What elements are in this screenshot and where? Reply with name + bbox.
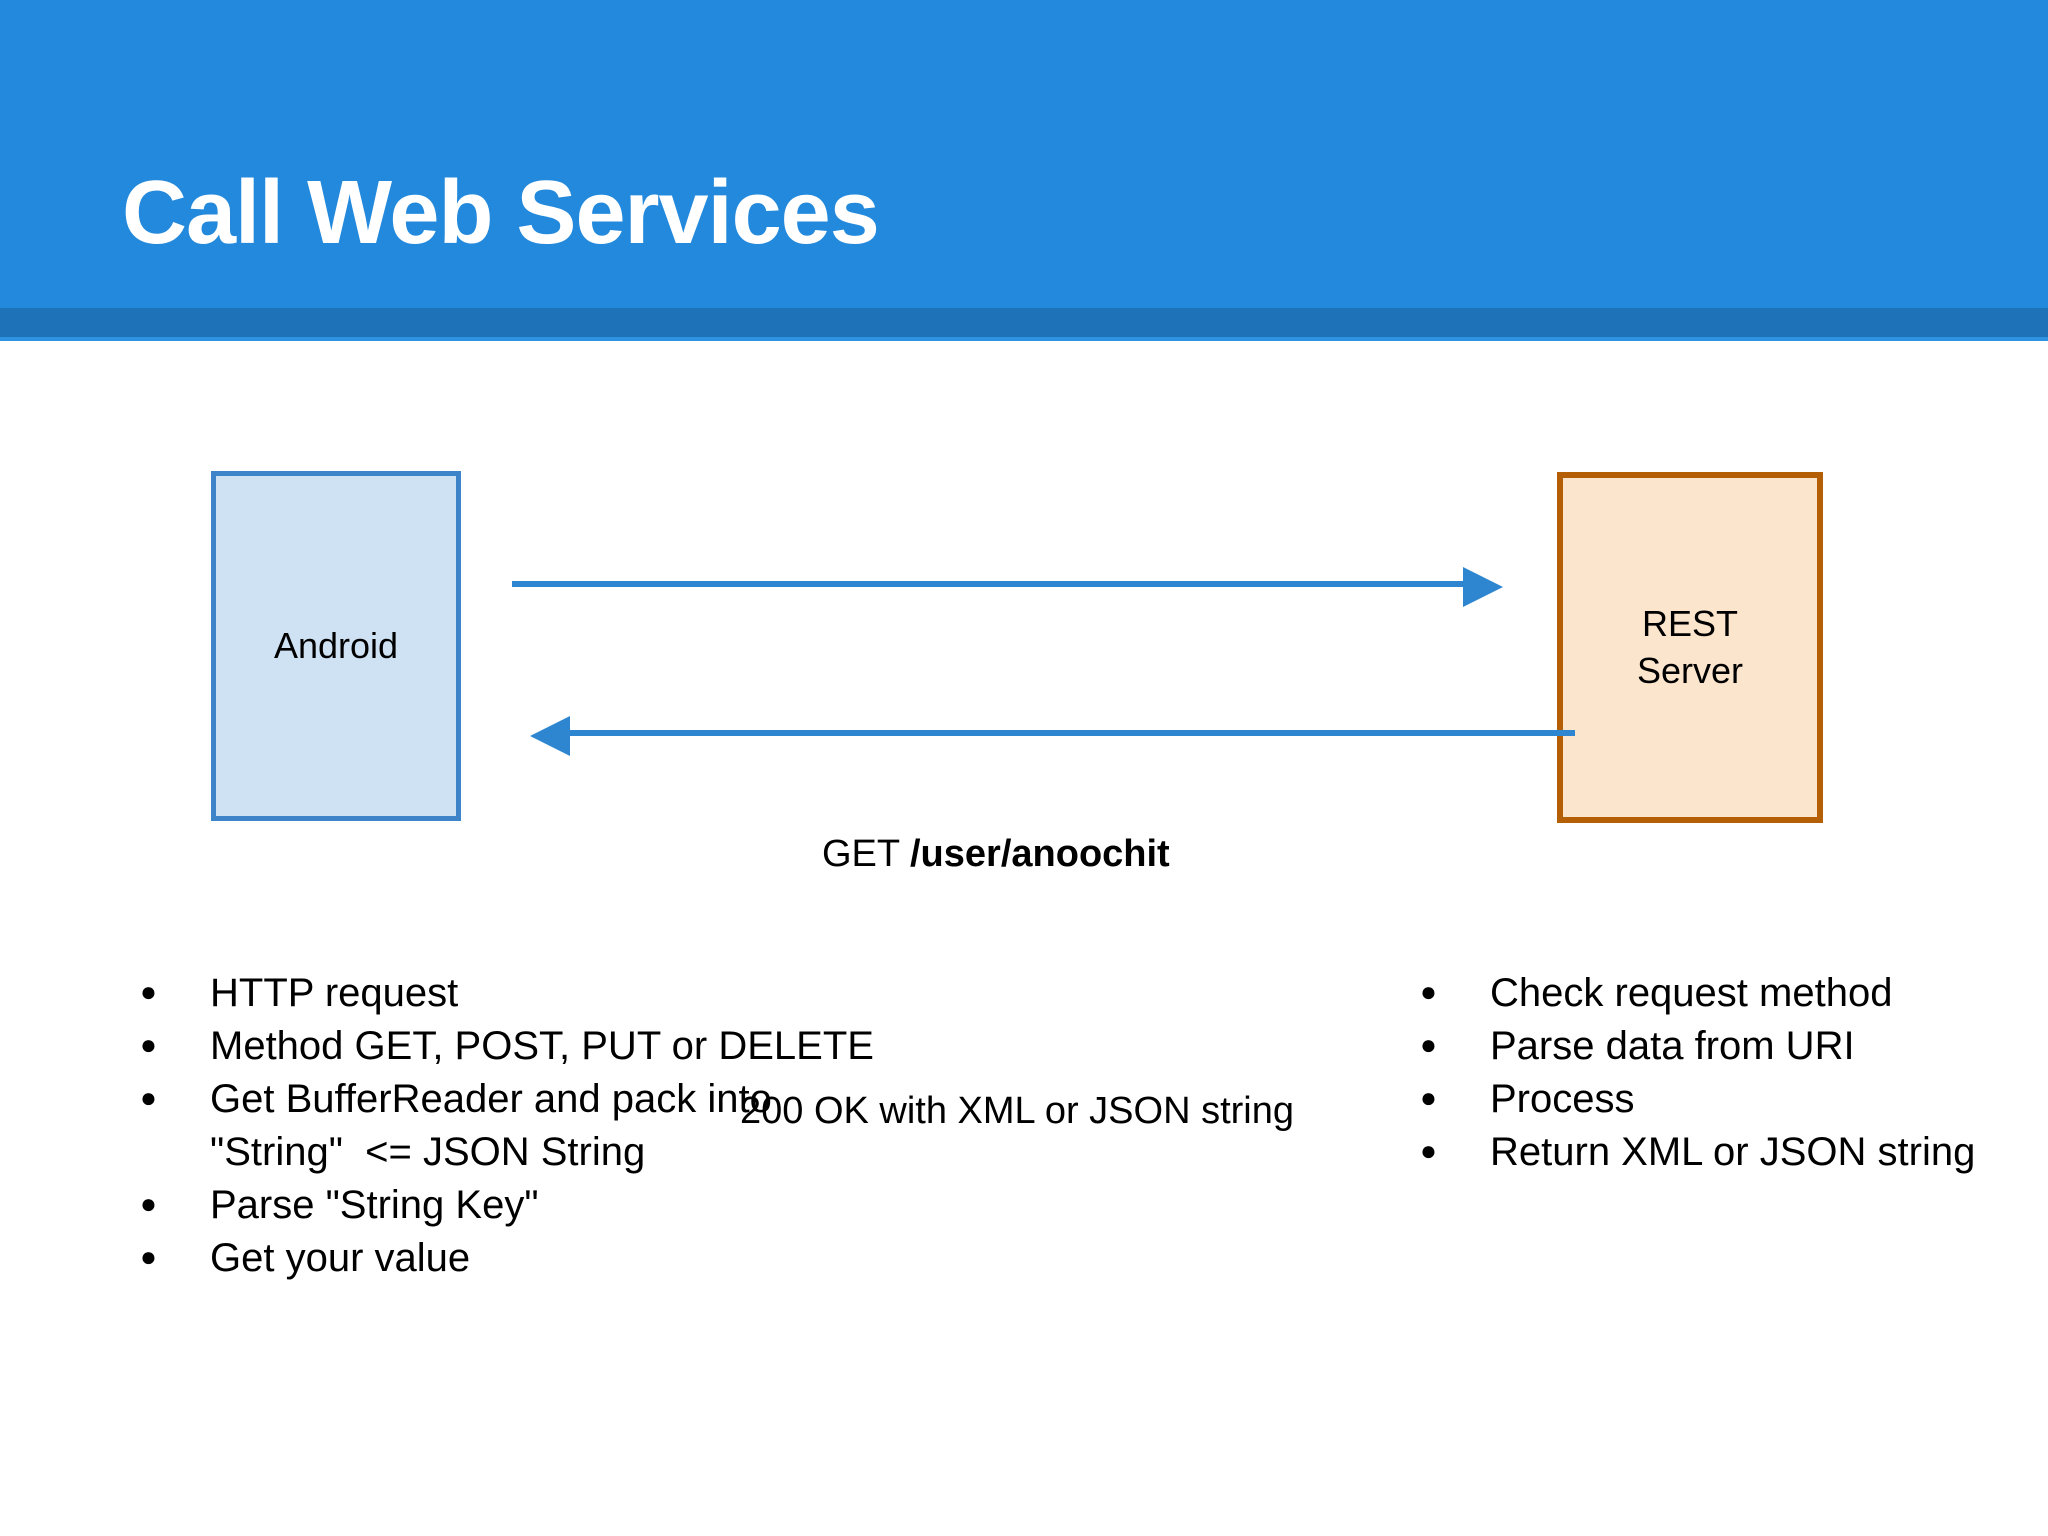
header-band-underline	[0, 337, 2048, 341]
list-item-label: Check request method	[1490, 971, 1893, 1015]
response-arrowhead-icon	[530, 716, 570, 756]
bullet-icon: ●	[140, 1029, 157, 1060]
list-item-label: Method GET, POST, PUT or DELETE	[210, 1024, 874, 1068]
response-arrow-line	[570, 730, 1575, 736]
request-arrow-label: GET /user/anoochit	[822, 835, 1170, 873]
list-item: ● Get your value	[140, 1235, 1000, 1281]
bullet-icon: ●	[1420, 1029, 1437, 1060]
bullet-icon: ●	[1420, 1135, 1437, 1166]
node-android-label: Android	[273, 624, 399, 666]
bullet-icon: ●	[140, 1241, 157, 1272]
slide-header-band: Call Web Services	[0, 0, 2048, 341]
list-item-continuation: "String" <= JSON String	[210, 1130, 646, 1174]
request-method-text: GET	[822, 833, 910, 875]
header-band-shadow	[0, 308, 2048, 341]
list-item: ● Check request method	[1420, 970, 2020, 1016]
list-item-label: Parse data from URI	[1490, 1024, 1855, 1068]
bullet-icon: ●	[1420, 976, 1437, 1007]
response-arrow-label: 200 OK with XML or JSON string	[740, 1090, 1295, 1132]
node-android: Android	[211, 471, 461, 821]
node-rest-server-label: REST Server	[1637, 601, 1743, 693]
list-item-label: Process	[1490, 1077, 1635, 1121]
bullet-icon: ●	[140, 976, 157, 1007]
request-arrow-line	[512, 581, 1465, 587]
server-bullet-list: ● Check request method ● Parse data from…	[1420, 970, 2020, 1182]
bullet-icon: ●	[140, 1188, 157, 1219]
list-item: ● Parse "String Key"	[140, 1182, 1000, 1228]
node-rest-server-label-line1: REST	[1641, 603, 1738, 645]
list-item-label: Return XML or JSON string	[1490, 1130, 1976, 1174]
list-item: ● Return XML or JSON string	[1420, 1129, 2020, 1175]
list-item: ● Get BufferReader and pack into	[140, 1076, 1000, 1122]
node-rest-server-label-line2: Server	[1636, 649, 1744, 691]
list-item: ● Parse data from URI	[1420, 1023, 2020, 1069]
request-path-text: /user/anoochit	[910, 833, 1170, 875]
request-arrowhead-icon	[1463, 567, 1503, 607]
list-item: ● Method GET, POST, PUT or DELETE	[140, 1023, 1000, 1069]
list-item: ● HTTP request	[140, 970, 1000, 1016]
list-item-label: Get BufferReader and pack into	[210, 1077, 772, 1121]
list-item-label: Parse "String Key"	[210, 1183, 539, 1227]
bullet-icon: ●	[1420, 1082, 1437, 1113]
client-bullet-list: ● HTTP request ● Method GET, POST, PUT o…	[140, 970, 1000, 1288]
list-item: ● Process	[1420, 1076, 2020, 1122]
bullet-icon: ●	[140, 1082, 157, 1113]
node-rest-server: REST Server	[1557, 472, 1823, 823]
sequence-diagram: Android REST Server GET /user/anoochit 2…	[0, 341, 2048, 1130]
page-title: Call Web Services	[122, 163, 880, 263]
list-item-label: Get your value	[210, 1236, 471, 1280]
list-item-label: HTTP request	[210, 971, 459, 1015]
